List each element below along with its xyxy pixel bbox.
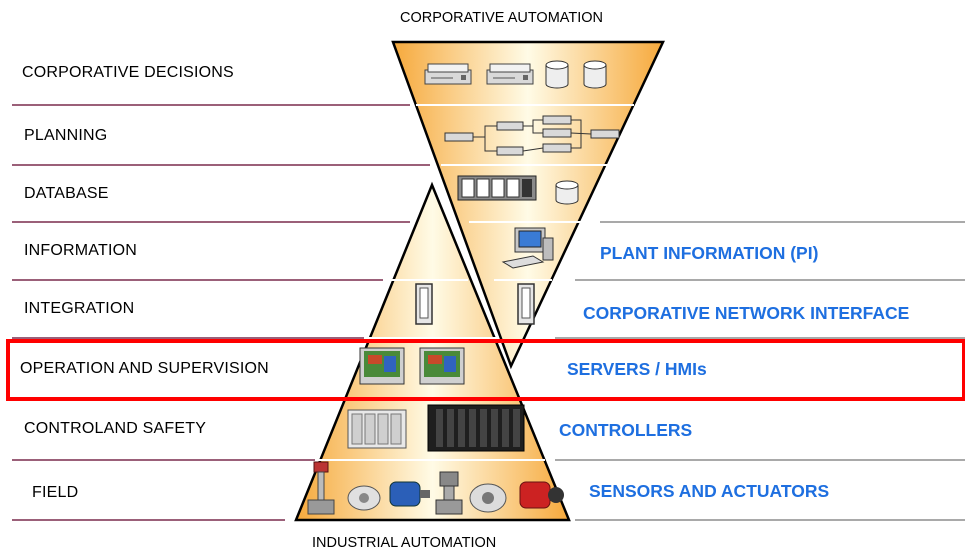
level-label: CORPORATIVE DECISIONS [22,64,234,81]
storage-rack-icon [457,175,537,201]
right-label: CONTROLLERS [559,420,693,440]
level-label: PLANNING [24,127,108,144]
workstation-icon [501,227,554,269]
hmi-monitor-icon [359,347,405,385]
highlight-box [6,339,965,401]
right-label: SENSORS AND ACTUATORS [589,481,830,501]
network-module-icon [415,283,433,325]
flowchart-icon [444,115,620,156]
level-label: OPERATION AND SUPERVISION [20,360,269,377]
level-label: INFORMATION [24,242,138,259]
level-label: DATABASE [24,185,109,202]
plc-controller-icon [427,404,525,452]
sensor-actuator-icon [307,461,564,515]
database-icon [545,60,569,89]
top-title: CORPORATIVE AUTOMATION [400,10,604,26]
right-label: SERVERS / HMIs [567,359,707,379]
level-label: CONTROLAND SAFETY [24,420,207,437]
plc-controller-icon [347,409,407,449]
database-icon [555,180,579,205]
server-icon [424,63,472,85]
hmi-monitor-icon [419,347,465,385]
database-icon [583,60,607,89]
right-label: PLANT INFORMATION (PI) [600,243,819,263]
right-label: CORPORATIVE NETWORK INTERFACE [583,303,910,323]
network-module-icon [517,283,535,325]
level-label: INTEGRATION [24,300,135,317]
bottom-title: INDUSTRIAL AUTOMATION [312,535,497,551]
server-icon [486,63,534,85]
corporative-pyramid [391,40,665,370]
level-label: FIELD [32,484,79,501]
